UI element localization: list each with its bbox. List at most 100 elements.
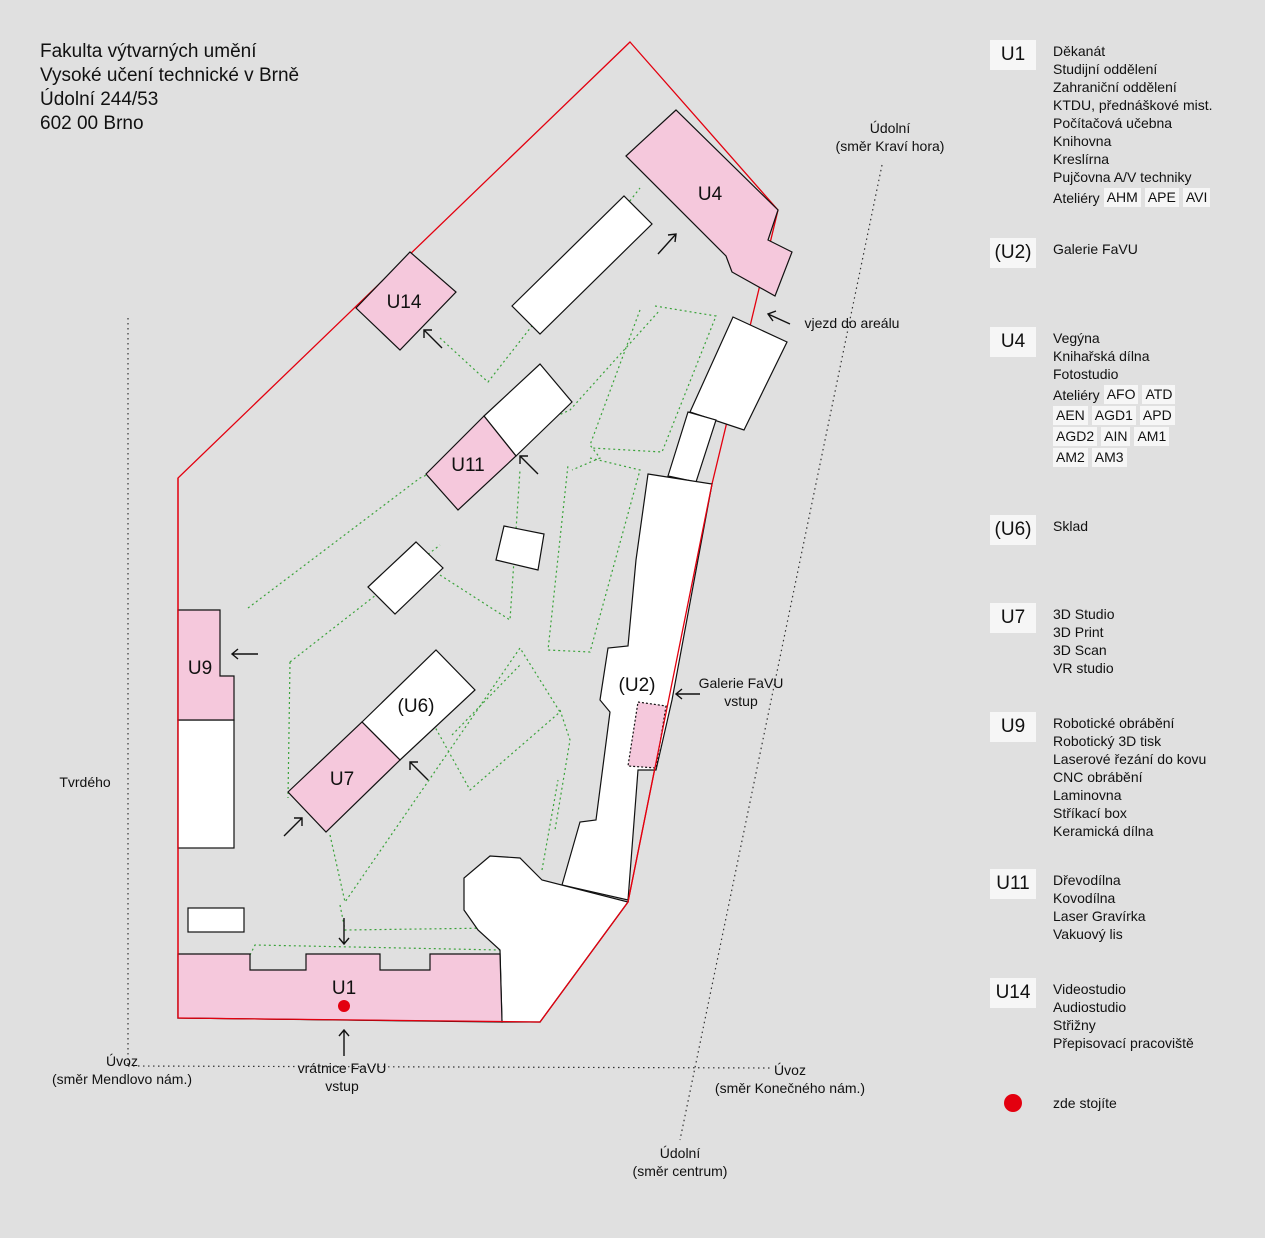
entrance-vratnice-label-2: vstup [325,1078,359,1094]
list-item: Zahraniční oddělení [1053,79,1177,95]
atelier-chip: AIN [1101,427,1131,446]
postal-city: 602 00 Brno [40,113,144,134]
entrance-vratnice-label: vrátnice FaVU [298,1060,387,1076]
entrance-galerie-label-2: vstup [724,693,758,709]
list-item: 3D Studio [1053,606,1115,622]
atelier-chip: AFO [1103,385,1139,404]
list-item: Robotické obrábění [1053,715,1175,731]
atelier-chip: AVI [1182,188,1211,207]
list-item: Vegýna [1053,330,1100,346]
atelier-chip: AGD2 [1053,427,1098,446]
atelier-chip: AHM [1103,188,1141,207]
legend-code: U14 [990,978,1036,1008]
atelier-chip: APE [1144,188,1179,207]
street-uvoz-east-dir: (směr Konečného nám.) [715,1080,865,1096]
university-name: Vysoké učení technické v Brně [40,65,300,86]
atelier-chip: AEN [1053,406,1088,425]
list-item: Stříkací box [1053,805,1127,821]
list-item: Přepisovací pracoviště [1053,1035,1194,1051]
building-u14-shape[interactable] [355,251,457,351]
building-labels: U4 U14 U11 U9 (U6) (U2) U7 U1 [188,184,723,999]
street-uvoz-west-dir: (směr Mendlovo nám.) [52,1071,192,1087]
street-uvoz-west: Úvoz [106,1053,138,1069]
arrow-u1-top-icon [338,918,350,946]
street-udolni-south: Údolní [660,1145,701,1161]
label-u1: U1 [332,978,356,999]
building-u7-shape[interactable] [287,721,401,833]
arrow-u9-icon [230,648,258,660]
you-are-here-icon [1004,1094,1022,1112]
arrow-u11-icon [519,455,539,475]
street-udolni-north: Údolní [870,120,911,136]
list-item: Laminovna [1053,787,1122,803]
legend-code: U4 [990,327,1036,357]
street-address: Údolní 244/53 [40,89,159,110]
atelier-chip: AM3 [1091,448,1127,467]
street-tvrdeho: Tvrdého [59,774,111,790]
arrow-u4-icon [657,233,677,255]
street-udolni-north-dir: (směr Kraví hora) [836,138,945,154]
atelier-row: AM2 AM3 [1053,448,1175,467]
arrow-galerie-icon [674,688,700,700]
list-item: Pujčovna A/V techniky [1053,169,1192,185]
you-are-here-label: zde stojíte [1053,1095,1117,1111]
list-item: Kovodílna [1053,890,1116,906]
label-u11: U11 [451,455,484,476]
atelier-row: Ateliéry AFO ATD [1053,385,1176,404]
list-item: Střižny [1053,1017,1096,1033]
legend-code: U11 [990,869,1036,899]
street-udolni-south-dir: (směr centrum) [633,1163,728,1179]
atelier-chip: AM1 [1134,427,1170,446]
list-item: Audiostudio [1053,999,1127,1015]
list-item: Dřevodílna [1053,872,1121,888]
street-uvoz-east: Úvoz [774,1062,806,1078]
atelier-row: AEN AGD1 APD [1053,406,1175,425]
building-u2-gallery-shape[interactable] [627,701,667,769]
label-u7: U7 [330,769,354,790]
building-u11-shape[interactable] [425,415,517,511]
arrow-u6-icon [409,761,429,781]
list-item: Knihařská dílna [1053,348,1150,364]
legend-code: U1 [990,40,1036,70]
list-item: KTDU, přednáškové mist. [1053,97,1213,113]
list-item: Sklad [1053,518,1089,534]
list-item: Videostudio [1053,981,1126,997]
list-item: VR studio [1053,660,1114,676]
list-item: Robotický 3D tisk [1053,733,1162,749]
arrow-u14-icon [423,329,443,349]
atelier-chip: APD [1139,406,1175,425]
streets [127,164,883,1141]
legend-code: (U2) [990,238,1036,268]
list-item: Fotostudio [1053,366,1119,382]
building-u4-shape[interactable] [625,109,793,297]
list-item: Knihovna [1053,133,1112,149]
arrow-u7-icon [283,817,303,837]
list-item: Děkanát [1053,43,1106,59]
label-u2: (U2) [619,675,656,696]
atelier-row: Ateliéry AHM APE AVI [1053,188,1213,207]
list-item: Studijní oddělení [1053,61,1158,77]
legend-code: U9 [990,712,1036,742]
label-u4: U4 [698,184,723,205]
list-item: 3D Scan [1053,642,1107,658]
list-item: 3D Print [1053,624,1104,640]
atelier-chip: AGD1 [1091,406,1136,425]
label-u14: U14 [387,292,422,313]
list-item: Laserové řezání do kovu [1053,751,1207,767]
entrance-arrows [230,233,791,1056]
walking-paths [247,187,717,956]
ateliers-label: Ateliéry [1053,189,1100,206]
label-u6: (U6) [398,696,435,717]
legend-code: U7 [990,603,1036,633]
entrance-vjezd-label: vjezd do areálu [805,315,900,331]
map-labels: Údolní (směr Kraví hora) vjezd do areálu… [52,120,944,1179]
entrance-galerie-label: Galerie FaVU [699,675,784,691]
list-item: Laser Gravírka [1053,908,1146,924]
list-item: CNC obrábění [1053,769,1143,785]
faculty-name: Fakulta výtvarných umění [40,41,257,62]
list-item: Keramická dílna [1053,823,1154,839]
ateliers-label: Ateliéry [1053,386,1100,403]
label-u9: U9 [188,658,212,679]
arrow-vratnice-icon [338,1028,350,1056]
